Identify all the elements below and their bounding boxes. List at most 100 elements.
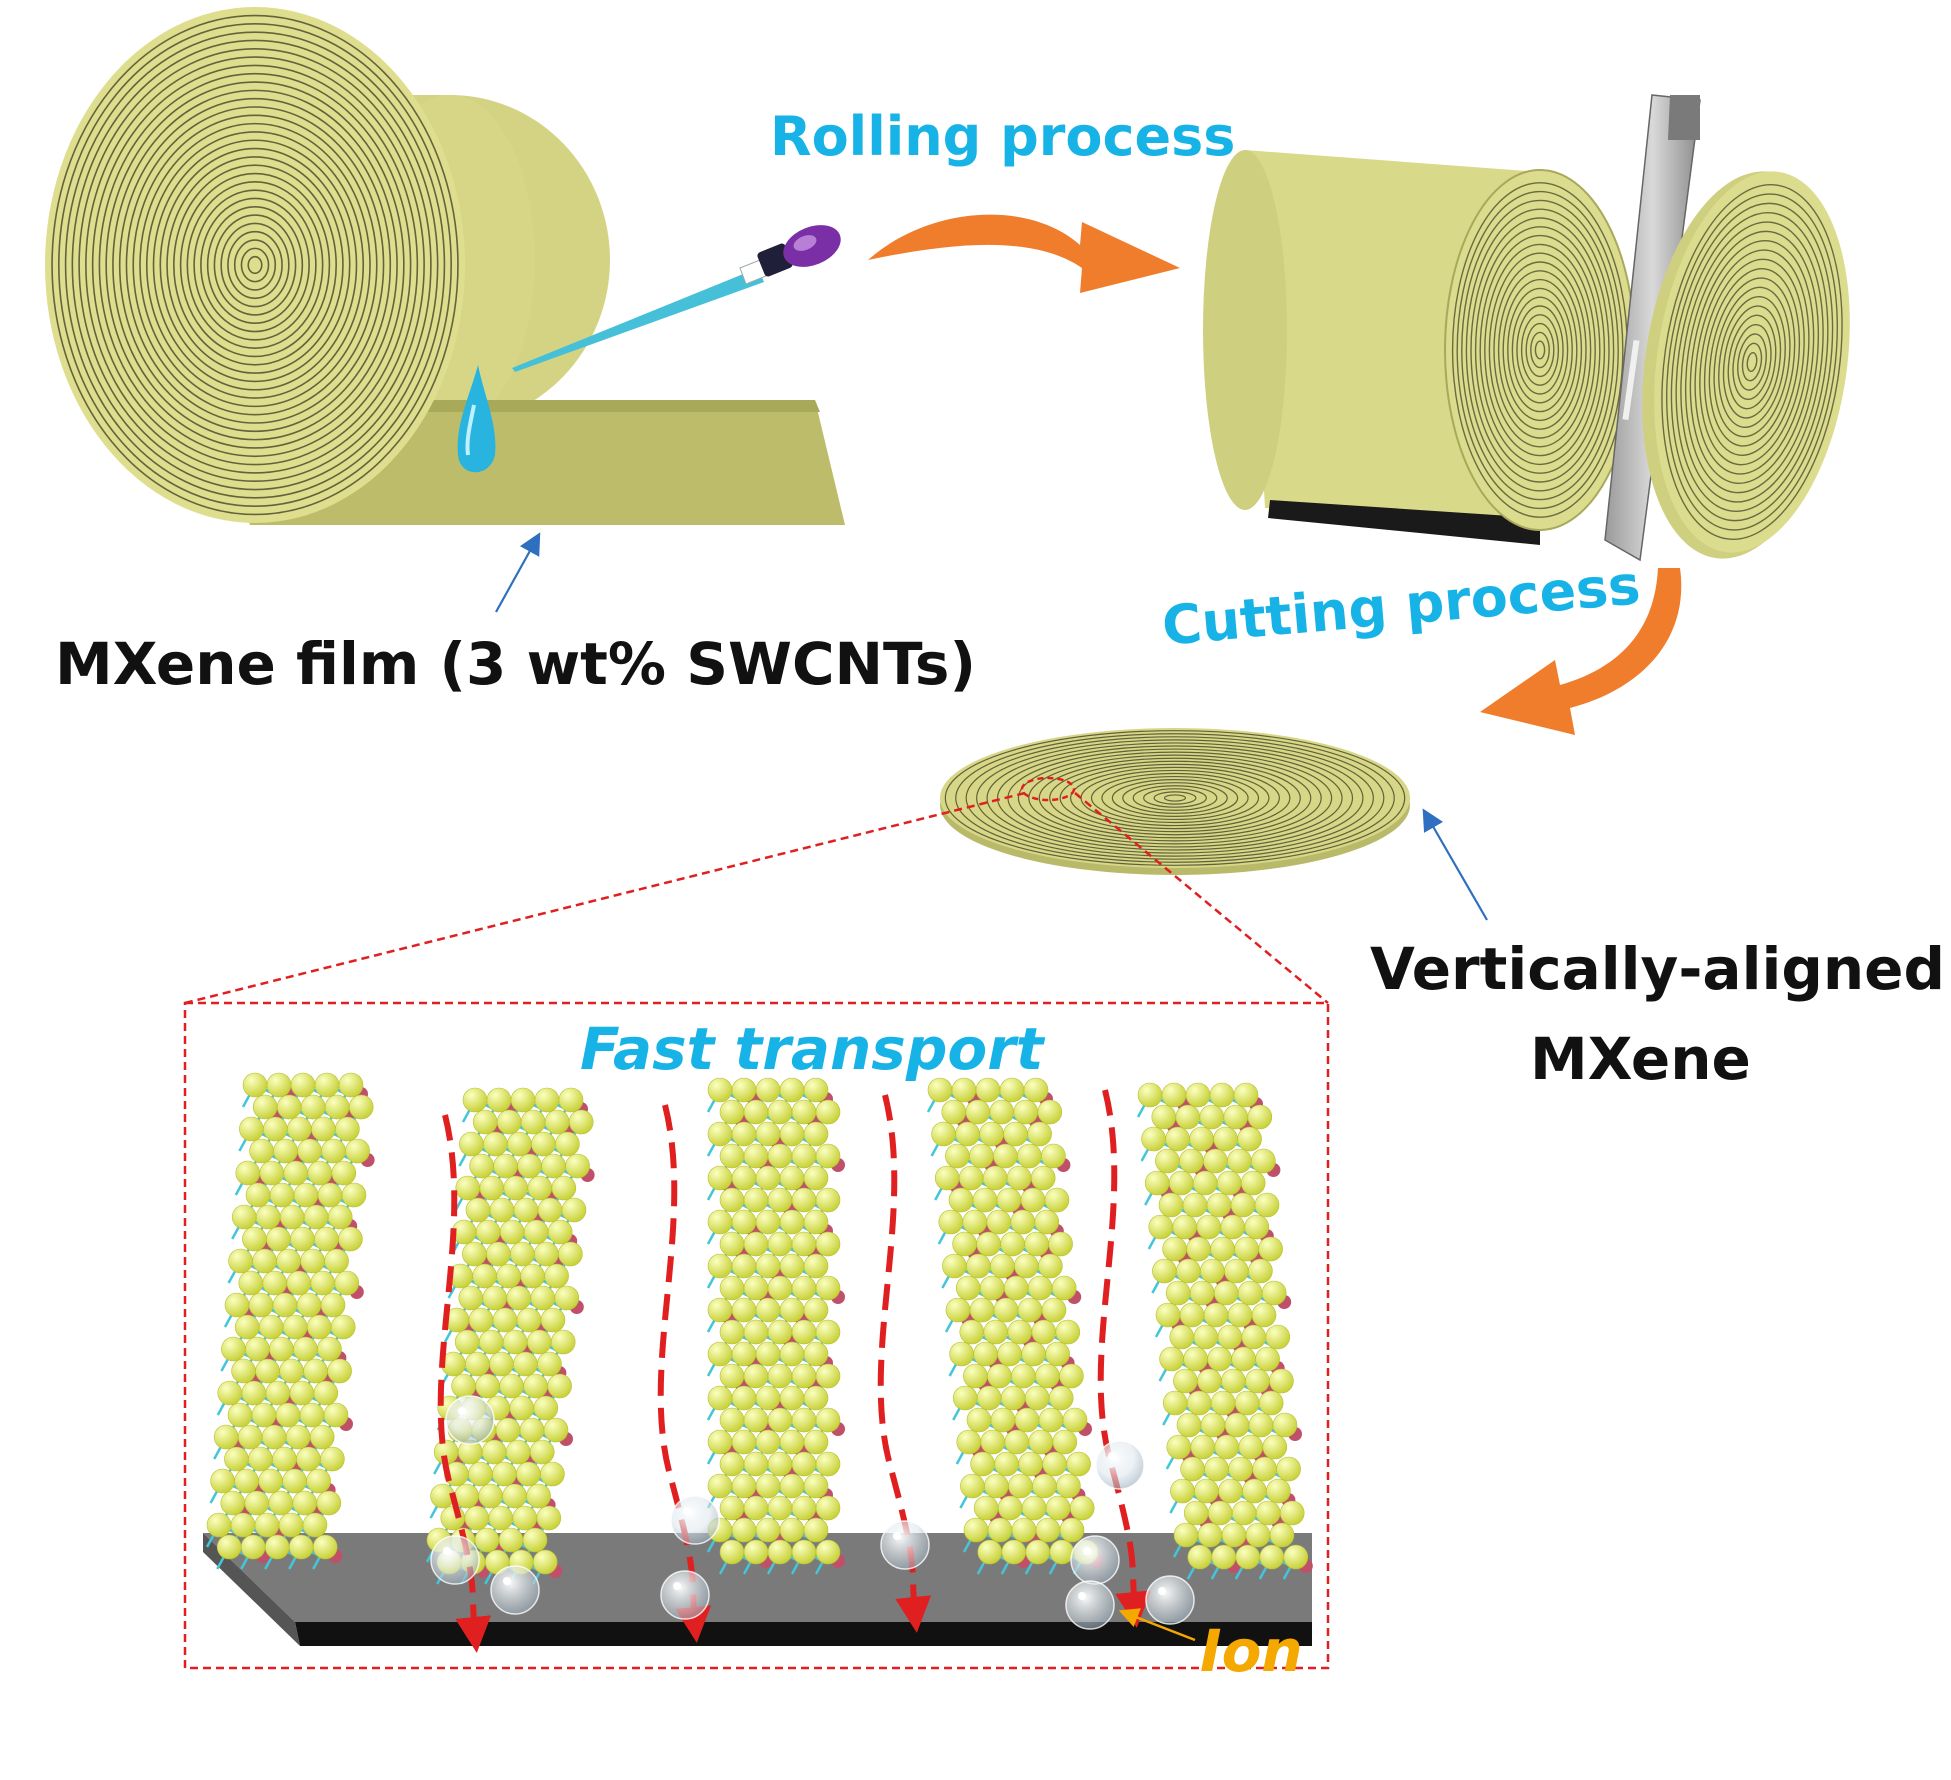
spiral-ring [71, 39, 439, 491]
spiral-ring [1017, 751, 1333, 845]
ion-bubble-icon [880, 1520, 930, 1570]
mxene-stack-icon [926, 1077, 1103, 1575]
spiral-ring [1122, 782, 1228, 814]
spiral-ring [1675, 212, 1829, 512]
cutting-arrow [1480, 568, 1682, 735]
spiral-ring [1708, 277, 1796, 447]
spiral-ring [1746, 351, 1758, 373]
droplet-icon [457, 365, 496, 473]
spiral-ring [976, 739, 1374, 857]
spiral-ring [1516, 305, 1564, 395]
spiral-ring [58, 23, 452, 507]
spiral-ring [1059, 763, 1291, 833]
spiral-ring [132, 114, 378, 416]
rolled-cylinder-icon [1203, 150, 1636, 545]
spiral-ring [1511, 296, 1569, 404]
ion-bubble-icon [1070, 1535, 1120, 1585]
spiral-ring [1132, 785, 1218, 811]
spiral-ring [1520, 314, 1560, 386]
spiral-ring [166, 156, 344, 374]
zoom-line-right [1074, 792, 1329, 1004]
spiral-ring [1456, 190, 1624, 510]
spiral-ring [1502, 278, 1578, 422]
ion-bubble-icon [445, 1395, 495, 1445]
spiral-ring [1699, 258, 1805, 466]
spiral-ring [112, 89, 398, 441]
spiral-ring [173, 164, 337, 366]
spiral-ring [944, 730, 1406, 866]
vertically-aligned-label-line2: MXene [1530, 1025, 1751, 1093]
spiral-ring [98, 72, 412, 458]
vertically-aligned-label-line1: Vertically-aligned [1370, 935, 1945, 1003]
transport-arrow [1097, 1089, 1152, 1628]
ion-bubble-icon [670, 1495, 720, 1545]
aligned-disc-icon [940, 728, 1410, 875]
spiral-ring [1465, 208, 1615, 492]
spiral-ring [1507, 287, 1573, 413]
spiral-ring [1143, 788, 1207, 808]
spiral-ring [206, 205, 304, 325]
spiral-ring [996, 745, 1354, 851]
aligned-pointer-arrow [1422, 808, 1488, 921]
spiral-ring [1497, 270, 1583, 430]
spiral-ring [1689, 240, 1815, 484]
spiral-ring [1484, 243, 1596, 457]
spiral-ring [1461, 199, 1619, 501]
spiral-ring [1069, 766, 1280, 830]
spiral-ring [1670, 202, 1834, 522]
spiral-ring [139, 122, 371, 408]
mxene-roll-icon [45, 7, 845, 525]
spiral-ring [1111, 779, 1239, 817]
zoom-region [1020, 776, 1076, 802]
spiral-ring [193, 189, 317, 341]
fast-transport-label: Fast transport [580, 1015, 1044, 1083]
spiral-ring [186, 181, 324, 349]
spiral-ring [247, 255, 263, 275]
mxene-stacks [205, 1072, 1313, 1585]
spiral-ring [1090, 772, 1260, 824]
spiral-ring [1525, 322, 1555, 378]
transport-arrow [437, 1114, 492, 1653]
transport-arrow [657, 1104, 712, 1643]
spiral-ring [1703, 267, 1801, 457]
spiral-ring [1153, 791, 1197, 805]
ion-bubble-icon [490, 1565, 540, 1615]
spiral-ring [220, 222, 290, 308]
spiral-ring [1493, 261, 1587, 439]
spiral-ring [1732, 323, 1772, 401]
spiral-ring [1713, 286, 1791, 438]
spiral-ring [1049, 760, 1301, 836]
ion-bubble-icon [1095, 1440, 1145, 1490]
ion-bubble-icon [430, 1535, 480, 1585]
spiral-ring [1661, 184, 1843, 540]
spiral-ring [51, 14, 459, 516]
rolling-arrow [868, 214, 1180, 293]
spiral-ring [1530, 331, 1550, 369]
ion-bubble-icon [660, 1570, 710, 1620]
spiral-ring [159, 147, 351, 383]
pipette-icon [512, 225, 841, 372]
spiral-ring [1101, 775, 1249, 821]
spiral-ring [145, 131, 365, 399]
spiral-ring [1737, 333, 1767, 391]
rolling-process-label: Rolling process [770, 105, 1236, 168]
ion-label: Ion [1200, 1617, 1303, 1685]
cut-disc-icon [1642, 171, 1850, 559]
ion-bubble-icon [1145, 1575, 1195, 1625]
spiral-ring [1722, 305, 1782, 419]
spiral-ring [179, 172, 331, 358]
spiral-ring [1694, 249, 1810, 475]
spiral-ring [1470, 217, 1610, 483]
mxene-stack-icon [1136, 1082, 1313, 1580]
spiral-ring [125, 106, 385, 424]
ion-bubbles [430, 1395, 1195, 1630]
spiral-ring [1488, 252, 1592, 448]
ion-pointer-arrow [1118, 1608, 1196, 1642]
spiral-ring [91, 64, 419, 466]
spiral-ring [1038, 757, 1312, 839]
spiral-ring [152, 139, 358, 391]
spiral-ring [240, 247, 270, 283]
spiral-ring [1680, 221, 1824, 503]
spiral-ring [1718, 295, 1786, 429]
